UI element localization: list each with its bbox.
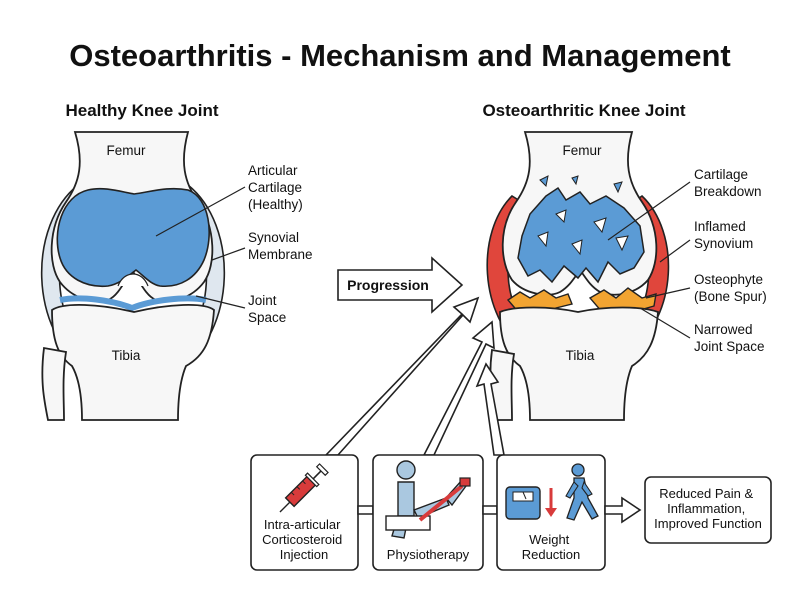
oa-narrowed-label: Narrowed Joint Space xyxy=(694,322,765,354)
healthy-joint-space xyxy=(59,295,207,312)
oa-tibia-label: Tibia xyxy=(566,348,595,363)
healthy-femur-label: Femur xyxy=(106,143,146,158)
oa-osteophyte-leader xyxy=(645,287,691,299)
healthy-tibia-label: Tibia xyxy=(112,348,141,363)
resistance-band-icon xyxy=(418,484,464,522)
treatment-arrows xyxy=(324,296,505,456)
oa-cartilage-label: Cartilage Breakdown xyxy=(694,167,762,199)
oa-crack xyxy=(593,217,607,234)
oa-osteophyte-label: Osteophyte (Bone Spur) xyxy=(694,272,767,304)
connector-1 xyxy=(357,505,374,515)
oa-femur-label: Femur xyxy=(562,143,602,158)
healthy-heading: Healthy Knee Joint xyxy=(65,101,218,120)
outcome-arrow xyxy=(604,496,642,524)
treatment-weight-reduction: Weight Reduction xyxy=(496,454,606,571)
oa-fragment xyxy=(539,175,549,188)
walking-person-icon xyxy=(565,463,599,521)
injection-arrow xyxy=(324,296,480,456)
oa-tibia xyxy=(499,306,659,421)
oa-heading: Osteoarthritic Knee Joint xyxy=(482,101,685,120)
outcome: Reduced Pain & Inflammation, Improved Fu… xyxy=(644,476,772,544)
progression-arrow-shape xyxy=(337,256,464,314)
oa-cartilage-leader xyxy=(607,181,691,241)
healthy-cartilage-leader xyxy=(155,186,246,237)
physio-arrow xyxy=(422,320,495,456)
scale-icon xyxy=(505,486,541,520)
healthy-synovial-label: Synovial Membrane xyxy=(248,230,313,262)
oa-narrowed-leader xyxy=(639,307,691,339)
oa-crack xyxy=(555,209,567,224)
connector-2 xyxy=(482,505,498,515)
physio-label: Physiotherapy xyxy=(387,547,470,562)
oa-crack xyxy=(537,231,549,248)
healthy-cartilage xyxy=(56,187,210,288)
physiotherapy-icon xyxy=(385,460,471,539)
weight-label: Weight Reduction xyxy=(522,532,581,562)
syringe-icon xyxy=(279,463,329,513)
oa-cartilage xyxy=(517,186,645,284)
outcome-box xyxy=(644,476,772,544)
healthy-synovial-leader xyxy=(211,247,246,261)
healthy-fibula xyxy=(41,346,68,421)
oa-knee-joint: Osteoarthritic Knee Joint Femur Tibia xyxy=(482,101,767,421)
healthy-knee-joint: Healthy Knee Joint Femur Tibia Articular… xyxy=(40,101,313,421)
healthy-tibia xyxy=(51,304,215,421)
healthy-cartilage-label: Articular Cartilage (Healthy) xyxy=(248,163,306,212)
oa-fragment xyxy=(613,181,623,194)
healthy-joint-space-leader xyxy=(195,295,246,309)
progression-label: Progression xyxy=(347,277,429,293)
weight-arrow xyxy=(475,362,505,456)
progression-arrow: Progression xyxy=(337,256,464,314)
oa-synovium-leader xyxy=(659,239,691,263)
oa-fragment xyxy=(571,175,579,186)
injection-label: Intra-articular Corticosteroid Injection xyxy=(262,517,346,562)
down-arrow-icon xyxy=(545,488,557,517)
treatment-injection: Intra-articular Corticosteroid Injection xyxy=(250,454,359,571)
healthy-joint-space-label: Joint Space xyxy=(248,293,286,325)
healthy-notch xyxy=(117,273,149,287)
oa-synovium-label: Inflamed Synovium xyxy=(694,219,753,251)
outcome-label: Reduced Pain & Inflammation, Improved Fu… xyxy=(654,486,762,531)
oa-crack xyxy=(571,239,583,256)
oa-crack xyxy=(615,235,629,252)
treatment-physiotherapy: Physiotherapy xyxy=(372,454,484,571)
diagram-title: Osteoarthritis - Mechanism and Managemen… xyxy=(69,38,730,73)
